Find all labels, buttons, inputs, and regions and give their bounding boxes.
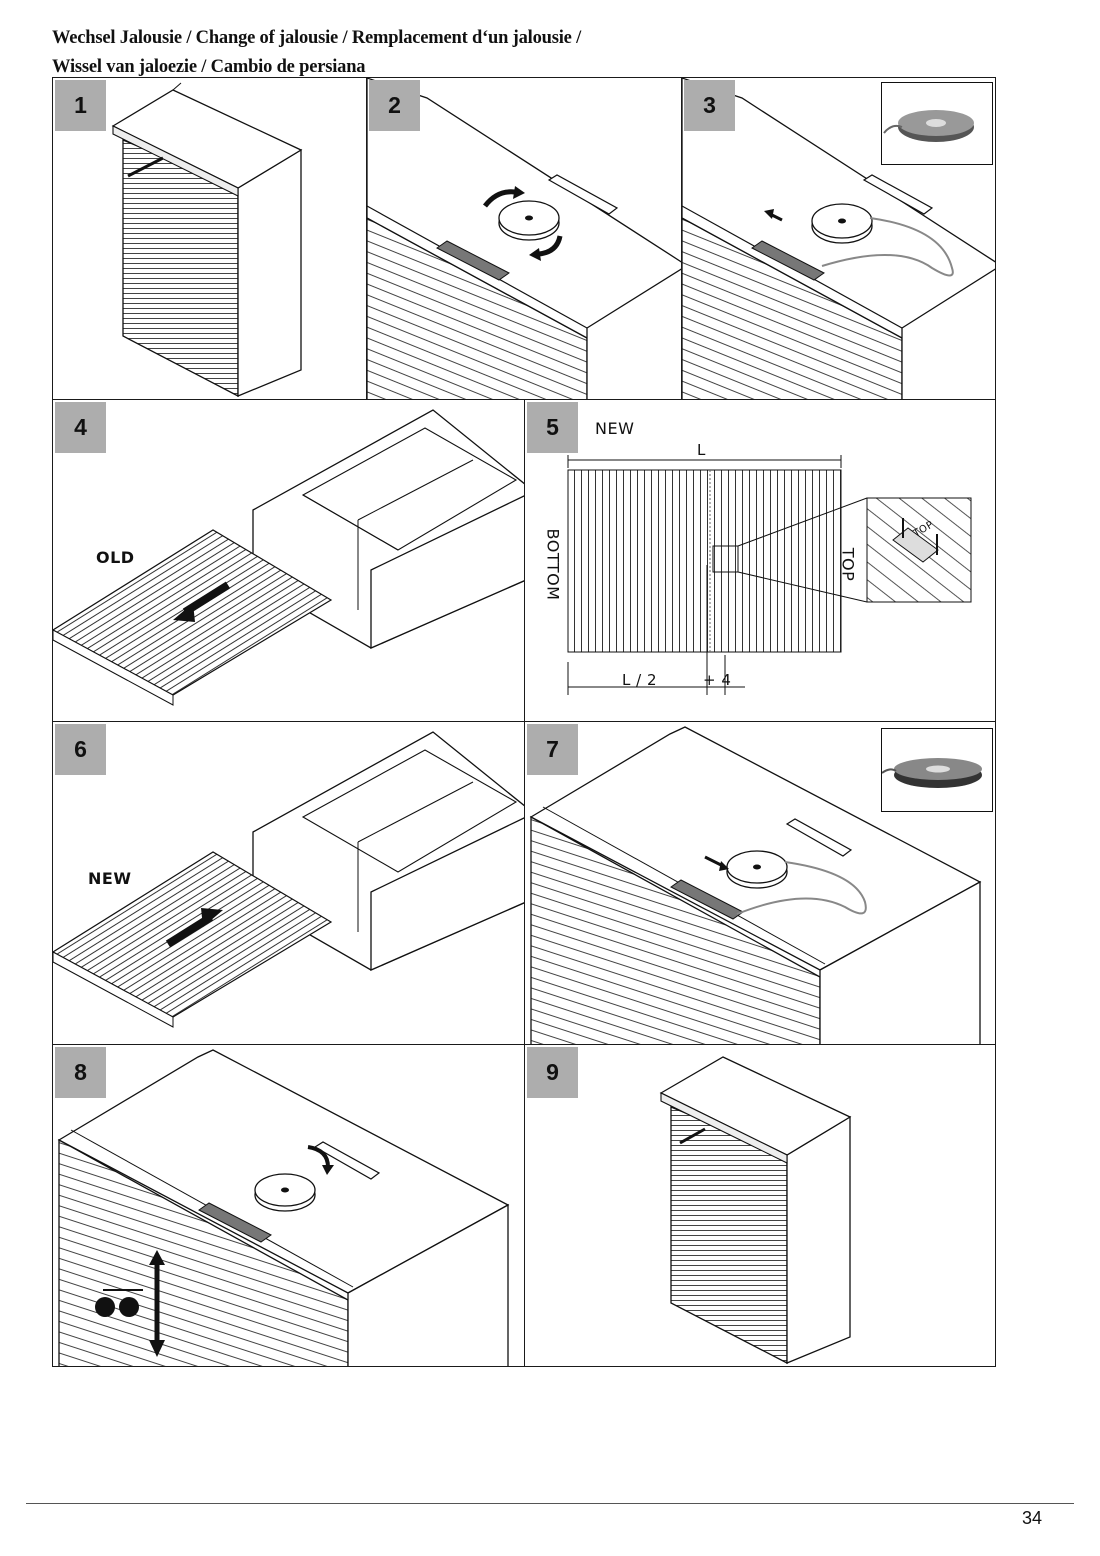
step-4-panel: 4 OLD — [52, 399, 525, 722]
step-9-number: 9 — [527, 1047, 578, 1098]
step-7-number: 7 — [527, 724, 578, 775]
step-4-number: 4 — [55, 402, 106, 453]
balance-icon — [95, 1289, 143, 1317]
step-3-pulley-detail — [881, 82, 993, 165]
step-5-number: 5 — [527, 402, 578, 453]
step-9-illustration — [659, 1056, 852, 1365]
step-8-panel: 8 — [52, 1044, 525, 1367]
step-5-panel: 5 NEW L L / 2 + 4 BOTTOM TOP TOP — [524, 399, 996, 722]
footer-rule — [26, 1503, 1074, 1504]
dim-half-label: L / 2 — [622, 671, 657, 689]
step-8-number: 8 — [55, 1047, 106, 1098]
step-6-panel: 6 NEW — [52, 721, 525, 1045]
step-5-label: NEW — [595, 419, 635, 438]
step-4-label: OLD — [96, 548, 135, 567]
step-1-panel: 1 — [52, 77, 367, 400]
title-line-2: Wissel van jaloezie / Cambio de persiana — [52, 57, 366, 77]
step-6-label: NEW — [88, 869, 132, 888]
step-7-illustration — [529, 726, 982, 1044]
step-7-pulley-detail — [881, 728, 993, 812]
step-2-illustration — [367, 78, 681, 399]
step-1-number: 1 — [55, 80, 106, 131]
step-3-illustration — [682, 78, 995, 399]
step-4-illustration — [53, 409, 524, 706]
page-number: 34 — [1022, 1508, 1043, 1528]
top-side-label: TOP — [838, 547, 858, 582]
dim-offset-label: + 4 — [703, 671, 732, 689]
pulley-photo-icon — [882, 729, 992, 811]
dim-length-label: L — [697, 441, 706, 459]
page-title: Wechsel Jalousie / Change of jalousie / … — [52, 24, 581, 82]
step-2-number: 2 — [369, 80, 420, 131]
step-7-panel: 7 — [524, 721, 996, 1045]
step-6-number: 6 — [55, 724, 106, 775]
title-line-1: Wechsel Jalousie / Change of jalousie / … — [52, 28, 582, 48]
step-1-illustration — [111, 82, 303, 398]
step-6-illustration — [53, 731, 524, 1028]
step-3-number: 3 — [684, 80, 735, 131]
step-8-illustration — [57, 1049, 510, 1366]
pulley-photo-icon — [882, 83, 992, 164]
step-9-panel: 9 — [524, 1044, 996, 1367]
step-2-panel: 2 — [366, 77, 682, 400]
step-3-panel: 3 — [681, 77, 996, 400]
bottom-side-label: BOTTOM — [543, 528, 563, 601]
step-5-illustration — [567, 455, 972, 695]
